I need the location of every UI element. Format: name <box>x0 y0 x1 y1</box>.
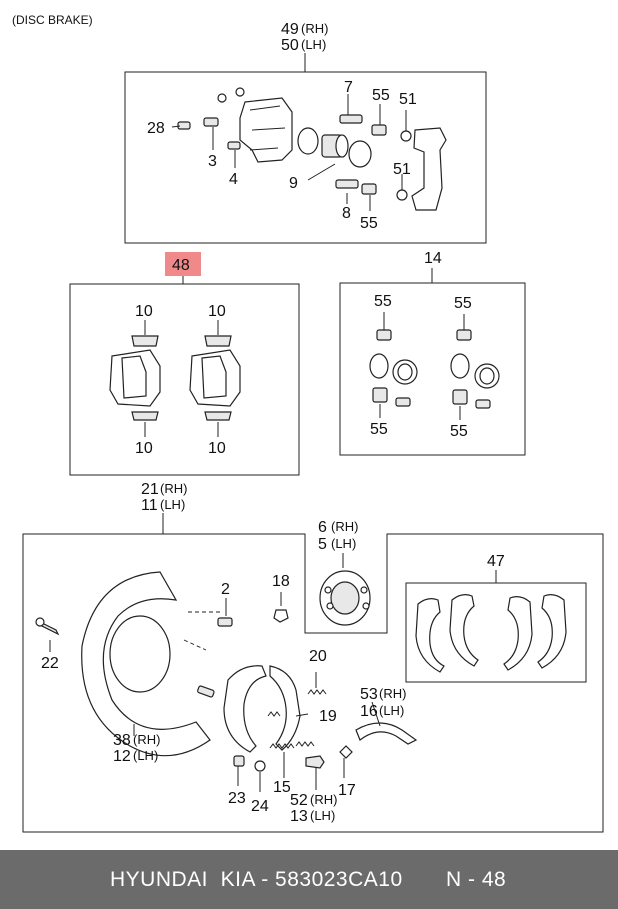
callout-17[interactable]: 17 <box>338 782 356 799</box>
callout-9[interactable]: 9 <box>289 175 298 192</box>
callout-50[interactable]: 50 <box>281 37 299 54</box>
callout-23[interactable]: 23 <box>228 790 246 807</box>
callout-7[interactable]: 7 <box>344 79 353 96</box>
caliper-bracket <box>411 127 447 211</box>
drum-box <box>22 533 604 833</box>
callout-13[interactable]: 13 <box>290 808 308 825</box>
brake-shoe <box>223 665 267 753</box>
callout-3[interactable]: 3 <box>208 153 217 170</box>
callout-55-kit-d[interactable]: 55 <box>450 423 468 440</box>
callout-52-rh: (RH) <box>310 792 337 807</box>
callout-55-kit-c[interactable]: 55 <box>370 421 388 438</box>
callout-18[interactable]: 18 <box>272 573 290 590</box>
callout-11-lh: (LH) <box>160 497 185 512</box>
callout-2[interactable]: 2 <box>221 581 230 598</box>
callout-20[interactable]: 20 <box>309 648 327 665</box>
footer-page: N - 48 <box>446 868 507 891</box>
callout-14[interactable]: 14 <box>424 250 442 267</box>
callout-48[interactable]: 48 <box>172 257 190 274</box>
caliper-body <box>239 97 293 163</box>
callout-22[interactable]: 22 <box>41 655 59 672</box>
callout-10-d[interactable]: 10 <box>208 440 226 457</box>
footer-bar: HYUNDAI KIA - 583023CA10 N - 48 <box>0 850 618 909</box>
callout-24[interactable]: 24 <box>251 798 269 815</box>
callout-6-rh: (RH) <box>331 519 358 534</box>
callout-51-top[interactable]: 51 <box>399 91 417 108</box>
callout-38-rh: (RH) <box>133 732 160 747</box>
callout-4[interactable]: 4 <box>229 171 238 188</box>
callout-55-kit-b[interactable]: 55 <box>454 295 472 312</box>
callout-15[interactable]: 15 <box>273 779 291 796</box>
footer-part-number: HYUNDAI KIA - 583023CA10 <box>110 868 403 891</box>
callout-10-a[interactable]: 10 <box>135 303 153 320</box>
callout-52[interactable]: 52 <box>290 792 308 809</box>
callout-19[interactable]: 19 <box>319 708 337 725</box>
piston-seal <box>297 127 319 155</box>
callout-13-lh: (LH) <box>310 808 335 823</box>
callout-38[interactable]: 38 <box>113 732 131 749</box>
callout-5[interactable]: 5 <box>318 536 327 553</box>
dust-boot <box>348 140 372 168</box>
callout-12[interactable]: 12 <box>113 748 131 765</box>
callout-49[interactable]: 49 <box>281 21 299 38</box>
callout-16[interactable]: 16 <box>360 703 378 720</box>
seal-kit-box <box>339 282 526 456</box>
callout-51-bottom[interactable]: 51 <box>393 161 411 178</box>
callout-10-b[interactable]: 10 <box>208 303 226 320</box>
callout-55-bottom[interactable]: 55 <box>360 215 378 232</box>
callout-49-rh: (RH) <box>301 21 328 36</box>
callout-12-lh: (LH) <box>133 748 158 763</box>
callout-47[interactable]: 47 <box>487 553 505 570</box>
callout-16-lh: (LH) <box>379 703 404 718</box>
pad-box <box>69 283 300 476</box>
callout-53[interactable]: 53 <box>360 686 378 703</box>
callout-55-top[interactable]: 55 <box>372 87 390 104</box>
shoe-set-box <box>405 582 587 683</box>
highlight-48 <box>165 252 201 276</box>
callout-11[interactable]: 11 <box>141 497 158 514</box>
callout-53-rh: (RH) <box>379 686 406 701</box>
section-title: (DISC BRAKE) <box>12 13 93 27</box>
backing-plate <box>81 571 211 757</box>
callout-55-kit-a[interactable]: 55 <box>374 293 392 310</box>
callout-6[interactable]: 6 <box>318 519 327 536</box>
callout-50-lh: (LH) <box>301 37 326 52</box>
callout-21-rh: (RH) <box>160 481 187 496</box>
callout-5-lh: (LH) <box>331 536 356 551</box>
parts-diagram: (DISC BRAKE) 49 (RH) 50 (LH) 7 55 51 28 … <box>12 13 604 833</box>
callout-8[interactable]: 8 <box>342 205 351 222</box>
callout-10-c[interactable]: 10 <box>135 440 153 457</box>
callout-21[interactable]: 21 <box>141 481 159 498</box>
callout-28[interactable]: 28 <box>147 120 165 137</box>
